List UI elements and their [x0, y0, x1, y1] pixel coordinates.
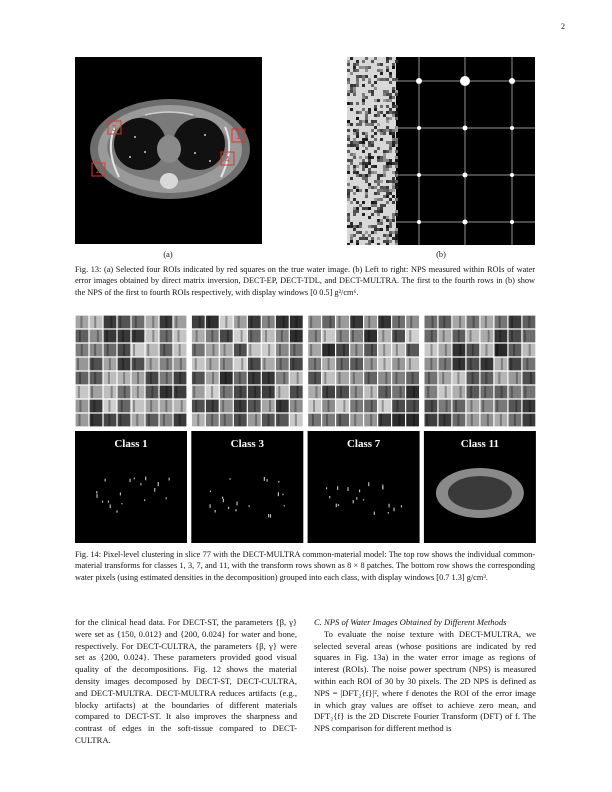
roi-3-label: 3: [112, 124, 117, 133]
transform-patch-grid-4: [423, 315, 536, 427]
class-label-3: Class 7: [347, 438, 381, 450]
fig13b-nps-grid: [347, 57, 535, 245]
roi-2-label: 2: [96, 166, 101, 175]
left-column: for the clinical head data. For DECT-ST,…: [75, 617, 297, 747]
page-number: 2: [561, 22, 565, 31]
class-panel-3: Class 7: [307, 431, 420, 543]
transform-patch-grid-3: [307, 315, 420, 427]
fig13-caption: Fig. 13: (a) Selected four ROIs indicate…: [75, 265, 535, 297]
class-panel-1: Class 1: [75, 431, 187, 543]
class-label-4: Class 11: [461, 438, 499, 450]
roi-4-label: 4: [225, 155, 230, 164]
roi-4-box: [220, 151, 235, 166]
fig14-figure: Class 1 Class 3 Class 7 Class 11: [75, 315, 536, 543]
transform-patch-grid-1: [75, 315, 187, 427]
fig13a-chest-image: 1 2 3 4: [75, 57, 262, 244]
class-label-2: Class 3: [231, 438, 265, 450]
section-heading: C. NPS of Water Images Obtained by Diffe…: [314, 617, 507, 627]
roi-2-box: [91, 162, 106, 177]
class-panel-2: Class 3: [191, 431, 304, 543]
roi-1-label: 1: [236, 132, 241, 141]
roi-3-box: [107, 120, 122, 135]
fig14-caption: Fig. 14: Pixel-level clustering in slice…: [75, 550, 535, 582]
transform-patch-grid-2: [191, 315, 304, 427]
class-label-1: Class 1: [114, 438, 147, 450]
right-column: C. NPS of Water Images Obtained by Diffe…: [314, 617, 536, 735]
class-panel-4: Class 11: [423, 431, 536, 543]
fig13a-label: (a): [163, 250, 173, 259]
left-paragraph: for the clinical head data. For DECT-ST,…: [75, 617, 297, 745]
right-paragraph: To evaluate the noise texture with DECT-…: [314, 628, 536, 734]
roi-1-box: [231, 128, 246, 143]
fig13b-label: (b): [436, 250, 446, 259]
